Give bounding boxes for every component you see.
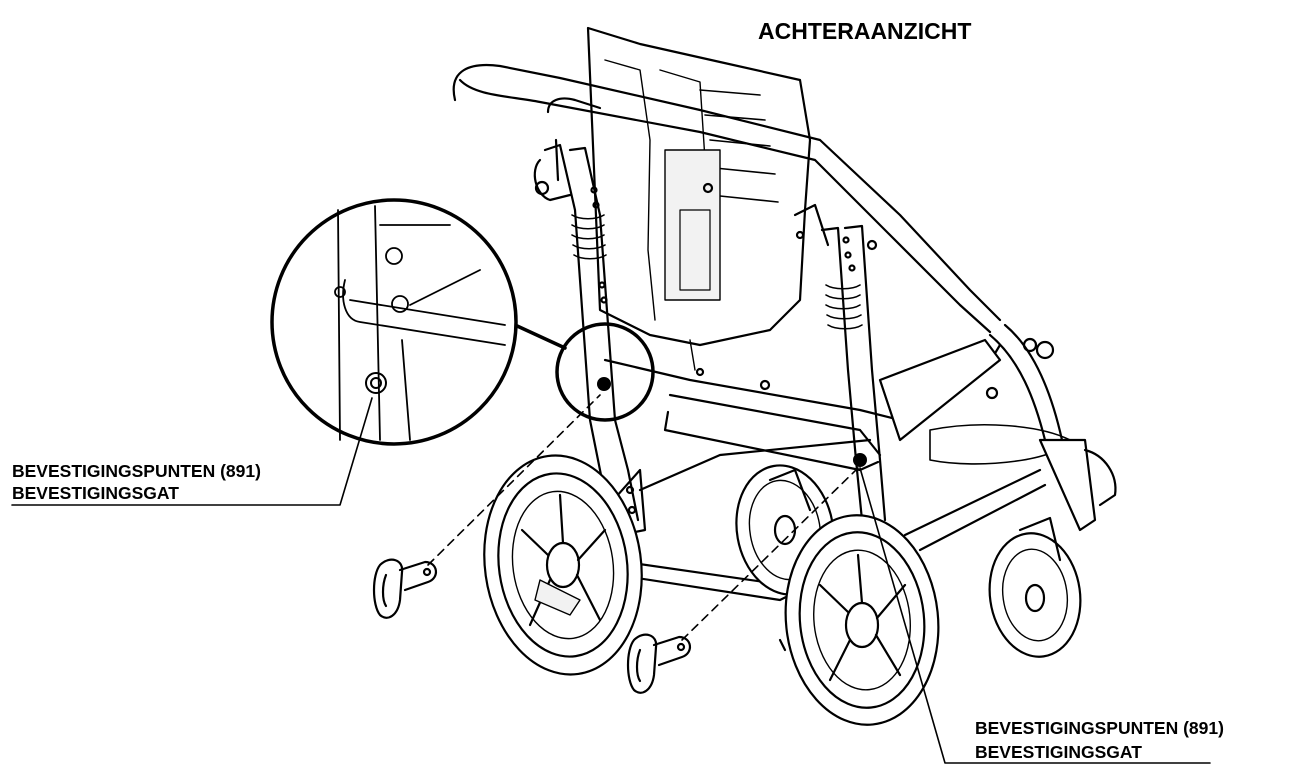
- detail-magnifier: [270, 198, 655, 446]
- push-handle: [452, 64, 1002, 334]
- right-upright: [793, 203, 887, 522]
- leader-lines: [11, 397, 1211, 764]
- seat-back: [586, 26, 812, 347]
- rear-left-wheel: [483, 454, 643, 676]
- mounting-holes: [597, 377, 867, 467]
- callout-right-line2: BEVESTIGINGSGAT: [975, 742, 1142, 762]
- rear-right-wheel: [778, 514, 940, 726]
- diagram-title: ACHTERAANZICHT: [758, 18, 972, 44]
- callout-left-line1: BEVESTIGINGSPUNTEN (891): [12, 461, 261, 481]
- front-right-wheel: [988, 516, 1082, 658]
- fixation-hook-right: [626, 633, 691, 694]
- seat-frame: [603, 338, 1071, 472]
- right-side-frame: [903, 323, 1117, 552]
- fixation-hook-left: [372, 558, 437, 619]
- callout-right-line1: BEVESTIGINGSPUNTEN (891): [975, 718, 1224, 738]
- assembly-lines: [427, 394, 859, 641]
- callout-left-line2: BEVESTIGINGSGAT: [12, 483, 179, 503]
